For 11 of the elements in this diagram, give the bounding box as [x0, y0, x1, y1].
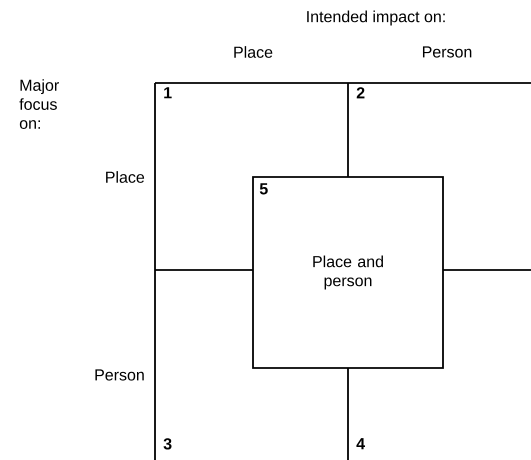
- quadrant-number: 4: [356, 438, 366, 450]
- row-label: Place: [106, 171, 144, 183]
- column-label: Person: [422, 46, 472, 58]
- quadrant-number: 3: [164, 438, 172, 450]
- axis-heading: Intended impact on:: [307, 10, 445, 26]
- column-label: Place: [234, 46, 272, 58]
- axis-heading: Major focus on:: [19, 79, 59, 129]
- row-label: Person: [95, 369, 144, 381]
- quadrant-number: 1: [164, 87, 172, 98]
- quadrant-number: 2: [356, 87, 364, 98]
- center-box: Place and person 5: [252, 176, 444, 369]
